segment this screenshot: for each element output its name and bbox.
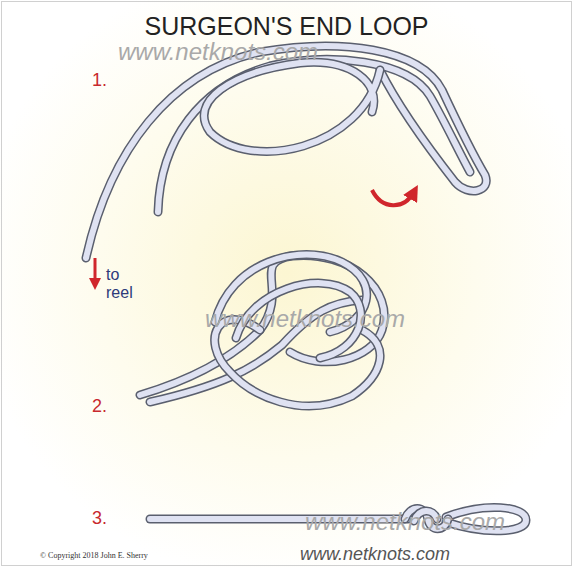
step-number: 1. (92, 70, 107, 91)
watermark: www.netknots.com (305, 508, 505, 536)
footer-url: www.netknots.com (300, 544, 450, 565)
step-number: 3. (92, 508, 107, 529)
diagram-title: SURGEON'S END LOOP (0, 12, 573, 41)
direction-label: to (106, 266, 119, 284)
turn-arrow (372, 190, 414, 205)
copyright-note: © Copyright 2018 John E. Sherry (40, 551, 148, 560)
step-number: 2. (92, 396, 107, 417)
watermark: www.netknots.com (118, 38, 318, 66)
watermark: www.netknots.com (205, 305, 405, 333)
direction-label: reel (106, 284, 133, 302)
direction-arrow (94, 258, 97, 284)
